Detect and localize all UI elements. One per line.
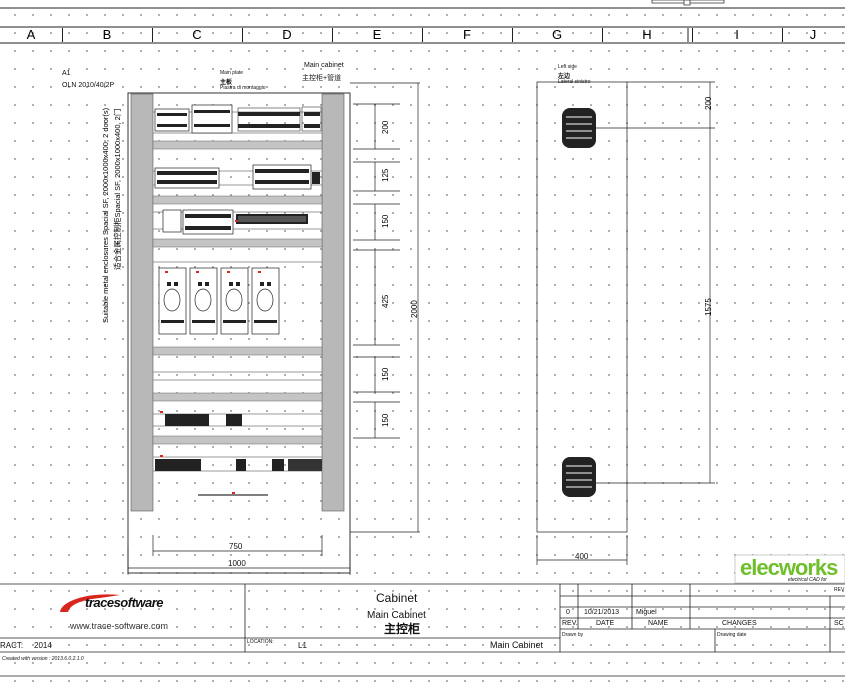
label-main-cabinet-cn: 主控柜+管道 <box>302 75 342 82</box>
row7-terminals <box>155 459 322 471</box>
rev-column-label: REV. <box>562 620 578 627</box>
side-view-outline <box>536 81 628 533</box>
side-fans <box>562 108 596 497</box>
right-rail <box>321 93 345 512</box>
title-block-lines <box>0 583 845 677</box>
date-column-label: DATE <box>596 620 615 627</box>
version-note: Created with version : 2013.6.0.2.1.0 <box>2 656 84 662</box>
col-header-c: C <box>152 28 243 42</box>
location-value: L1 <box>298 641 307 650</box>
changes-column-label: CHANGES <box>722 620 757 627</box>
label-main-plate-cn: 主板 <box>220 80 233 86</box>
cabinet-outline <box>127 92 351 574</box>
dim-425: 425 <box>381 294 390 308</box>
panel-rails <box>152 140 323 445</box>
col-header-a: A <box>0 28 63 42</box>
sc-corner-label: SC <box>834 620 844 627</box>
dim-1000: 1000 <box>228 559 246 568</box>
left-rail <box>130 93 154 512</box>
col-header-i: I <box>692 28 783 42</box>
dim-2000: 2000 <box>410 300 419 318</box>
rev-date: 10/21/2013 <box>584 609 620 616</box>
name-column-label: NAME <box>648 620 669 627</box>
row6-terminals <box>165 414 242 426</box>
label-left-side-sub: Lateral sinistro <box>558 79 591 85</box>
row4-drives <box>158 267 280 335</box>
label-main-plate: Main plate <box>220 70 244 76</box>
trace-software-logo: tracesoftware <box>85 595 164 610</box>
label-a1: A1 <box>62 70 71 77</box>
rev-number: 0 <box>566 609 570 616</box>
label-left-side-cn: 左边 <box>558 74 571 80</box>
dim-150-a: 150 <box>381 214 390 228</box>
location-name: Main Cabinet <box>490 640 544 650</box>
dim-125: 125 <box>381 168 390 182</box>
row2-devices <box>154 164 320 190</box>
website-link[interactable]: www.trace-software.com <box>70 621 169 631</box>
enclosure-text-cn: 适合金属控制柜Spacial SF, 2000x1000x400, 2门 <box>113 108 122 270</box>
drawing-title: Cabinet <box>376 591 418 605</box>
dim-750: 750 <box>229 542 243 551</box>
logo-swoosh <box>60 594 120 612</box>
drawing-date-label: Drawing date <box>717 632 747 638</box>
label-main-plate-sub: Piastra di montaggio <box>220 85 266 91</box>
dim-side-200: 200 <box>704 96 713 110</box>
enclosure-text: Suitable metal enclosures Spacial SF, 20… <box>101 107 110 323</box>
label-oln: OLN 2010/40/2P <box>62 82 115 89</box>
contract-value: 2014 <box>34 641 52 650</box>
drawn-by-label: Drawn by <box>562 632 584 638</box>
dimension-lines <box>127 82 420 575</box>
contract-label: RACT: <box>0 641 24 650</box>
col-header-e: E <box>332 28 423 42</box>
drawing-subtitle: Main Cabinet <box>367 610 426 621</box>
drive-details <box>161 282 277 323</box>
col-header-h: H <box>602 28 693 42</box>
col-header-d: D <box>242 28 333 42</box>
rev-name: Miguel <box>636 609 657 616</box>
location-label: LOCATION: <box>247 639 274 645</box>
label-left-side: Left side <box>558 64 577 70</box>
dim-150-b: 150 <box>381 367 390 381</box>
row1-devices <box>154 104 322 134</box>
elecworks-logo: elecworks <box>740 555 838 580</box>
col-header-j: J <box>809 27 817 42</box>
label-main-cabinet: Main cabinet <box>304 62 344 69</box>
rev-corner-label: REV <box>834 587 845 593</box>
col-header-b: B <box>62 28 153 42</box>
dim-150-c: 150 <box>381 413 390 427</box>
col-header-g: G <box>512 28 603 42</box>
row3-devices <box>162 209 308 235</box>
dim-side-400: 400 <box>575 552 589 561</box>
elecworks-tagline: electrical CAD for <box>788 577 827 583</box>
drawing-subtitle-cn: 主控柜 <box>384 622 421 636</box>
dim-side-1575: 1575 <box>704 298 713 316</box>
col-header-f: F <box>422 28 513 42</box>
dim-200: 200 <box>381 120 390 134</box>
